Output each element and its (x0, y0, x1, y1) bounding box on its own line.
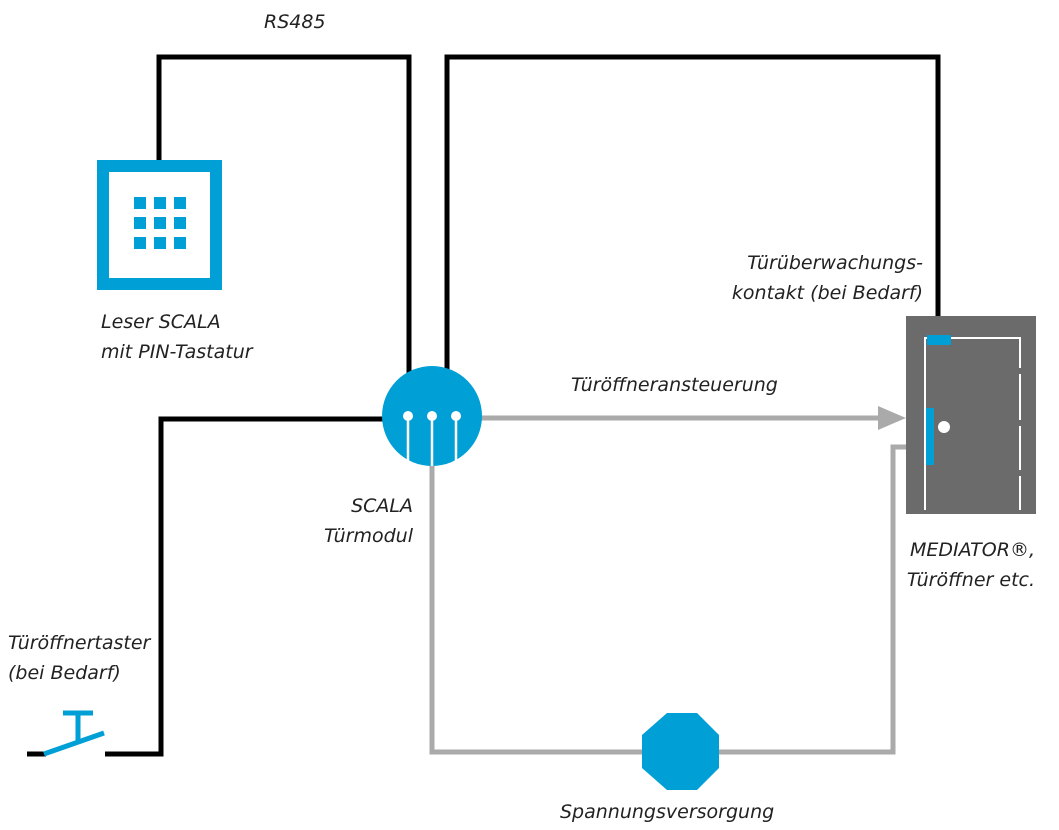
door-control-label: Türöffneransteuerung (571, 374, 778, 396)
power-supply-label: Spannungsversorgung (560, 801, 775, 823)
door-contact-wire (444, 54, 941, 382)
power-loop-wire (429, 444, 925, 755)
door-control-arrowhead (878, 406, 906, 430)
keypad-icon (97, 160, 222, 290)
module-label-line1: SCALA (351, 495, 413, 517)
button-wire (105, 416, 392, 757)
button-label-line2: (bei Bedarf) (8, 662, 121, 684)
power-supply-icon (642, 713, 719, 790)
push-button-icon (43, 710, 105, 757)
mediator-label-line2: Türöffner etc. (906, 569, 1035, 591)
module-label-line2: Türmodul (323, 525, 413, 547)
door-contact-label-line1: Türüberwachungs- (747, 252, 923, 274)
rs485-reader-wire (156, 54, 412, 382)
button-label-line1: Türöffnertaster (8, 632, 151, 654)
door-module-icon (382, 366, 482, 466)
door-opener-strike (926, 408, 934, 465)
door-contact-sensor (927, 335, 951, 345)
reader-label-line2: mit PIN-Tastatur (101, 341, 253, 363)
door-contact-label-line2: kontakt (bei Bedarf) (731, 282, 923, 304)
mediator-label-line1: MEDIATOR®, (909, 539, 1035, 561)
rs485-label: RS485 (264, 11, 326, 33)
data-wires (27, 54, 941, 757)
reader-label-line1: Leser SCALA (101, 311, 221, 333)
door-icon (906, 316, 1036, 514)
power-wires (429, 444, 925, 755)
